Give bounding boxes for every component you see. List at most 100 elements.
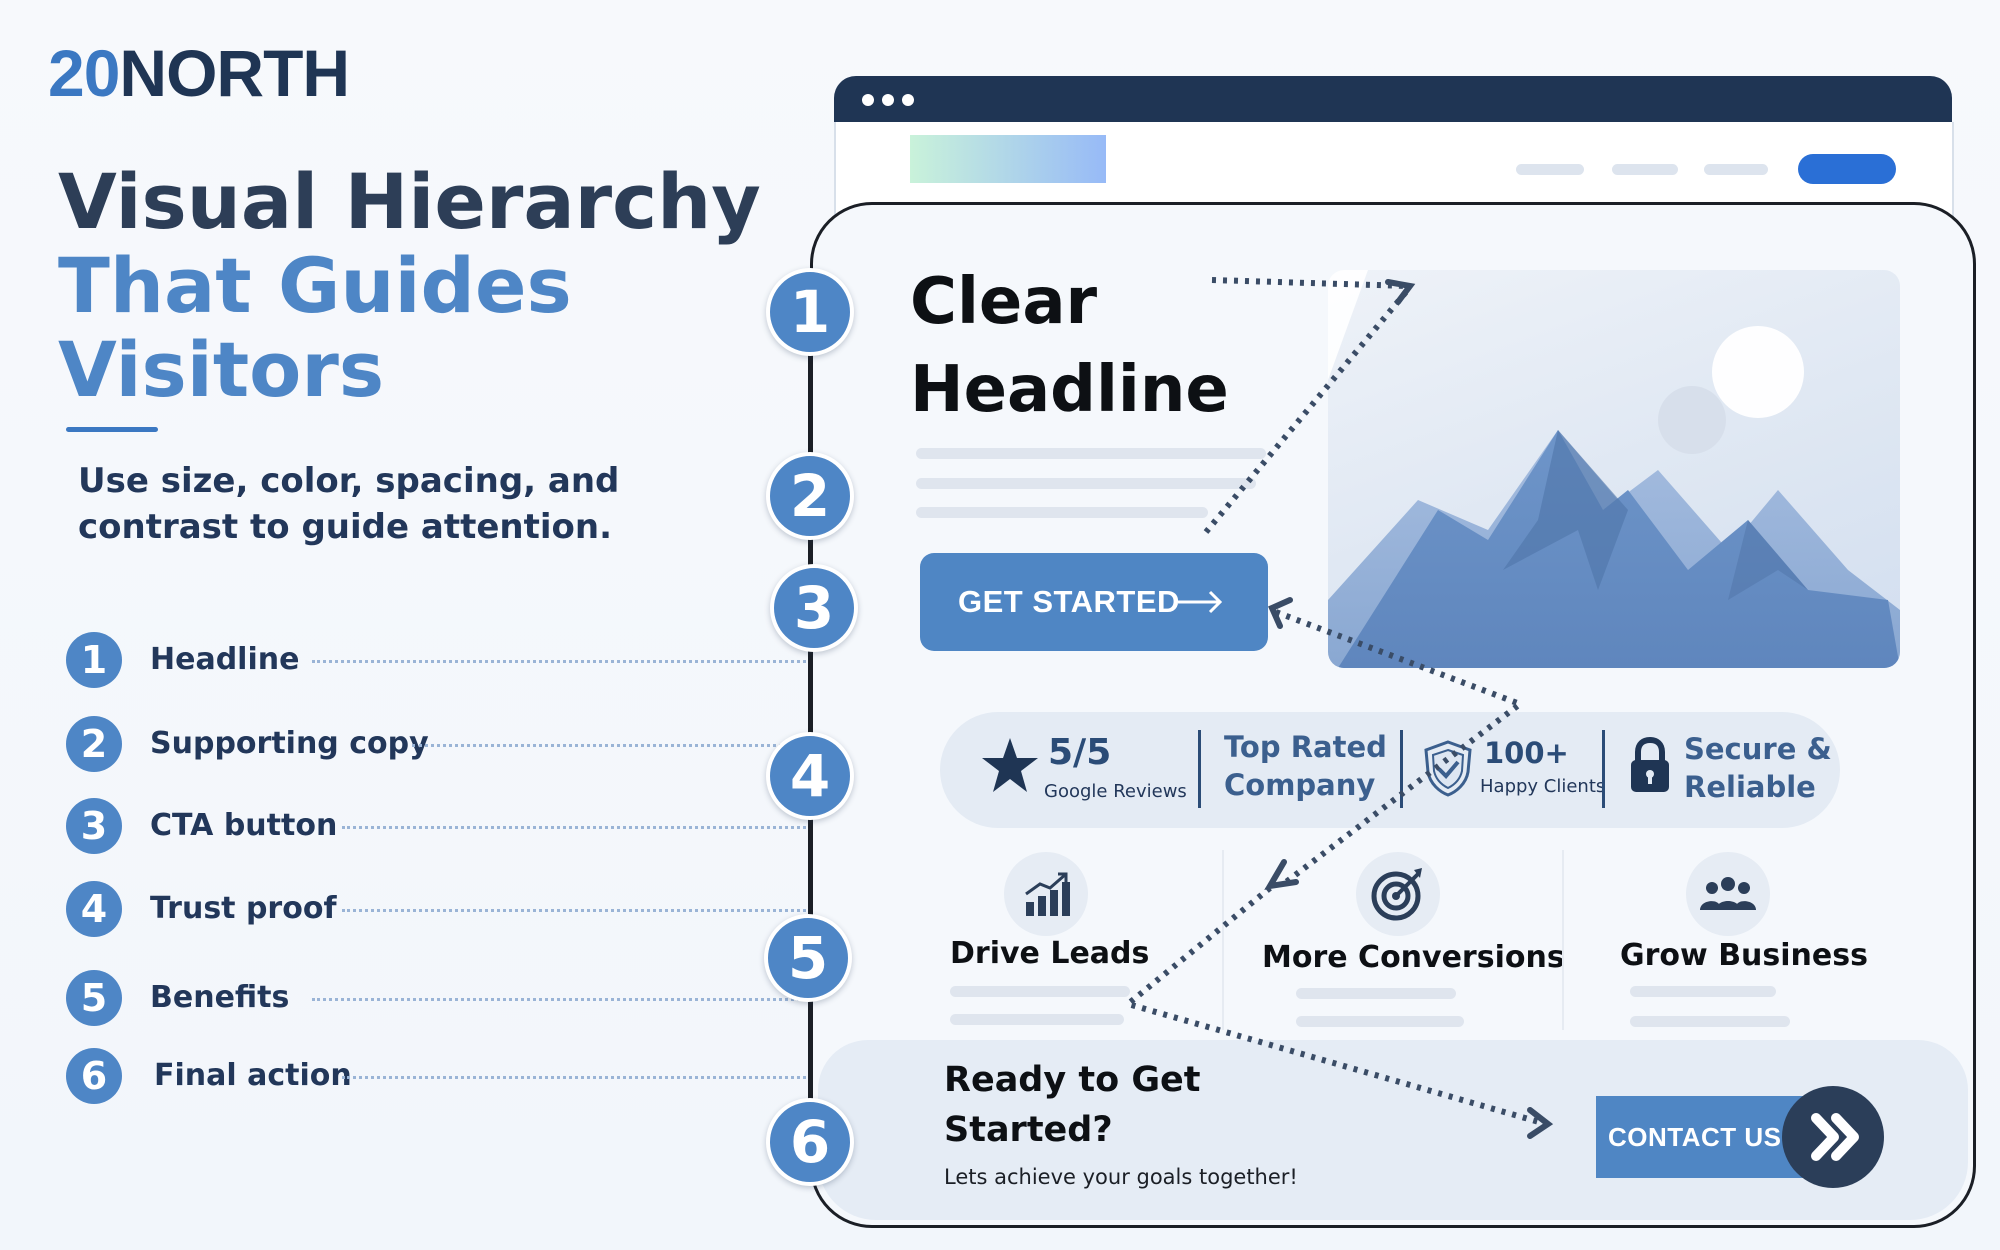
title-underline bbox=[66, 427, 158, 432]
benefit-divider bbox=[1222, 850, 1224, 1030]
top-rated-line-2: Company bbox=[1224, 768, 1376, 802]
window-dot-icon bbox=[882, 94, 894, 106]
benefit-copy-line bbox=[950, 1014, 1124, 1025]
team-icon bbox=[1686, 852, 1770, 936]
hero-image bbox=[1328, 270, 1900, 668]
arrow-right-icon bbox=[1178, 590, 1223, 614]
headline-line-1: Clear bbox=[910, 265, 1098, 339]
site-logo-placeholder bbox=[910, 135, 1106, 183]
contact-arrow-button[interactable] bbox=[1782, 1086, 1884, 1188]
star-icon bbox=[982, 738, 1038, 792]
final-title: Ready to Get Started? bbox=[944, 1055, 1201, 1155]
flow-arrow-path bbox=[1121, 885, 1547, 1127]
flow-arrow-path bbox=[1203, 290, 1409, 534]
legend-item-headline: 1 Headline bbox=[66, 632, 836, 690]
nav-link-placeholder[interactable] bbox=[1612, 164, 1678, 175]
supporting-copy-line bbox=[916, 478, 1256, 489]
legend-label: CTA button bbox=[150, 808, 338, 843]
supporting-copy-line bbox=[916, 448, 1266, 459]
top-rated-line-1: Top Rated bbox=[1224, 730, 1387, 764]
mockup-headline: Clear Headline bbox=[910, 258, 1229, 434]
rating-value: 5/5 bbox=[1048, 732, 1112, 773]
lock-icon bbox=[1631, 736, 1669, 792]
legend-number: 4 bbox=[66, 881, 122, 937]
benefit-title-grow-business: Grow Business bbox=[1620, 938, 1868, 973]
page-subtitle: Use size, color, spacing, and contrast t… bbox=[78, 461, 620, 547]
legend-label: Headline bbox=[150, 642, 300, 677]
benefit-copy-line bbox=[950, 986, 1130, 997]
secure-text: Secure & Reliable bbox=[1684, 730, 1832, 806]
legend-item-benefits: 5 Benefits bbox=[66, 970, 836, 1028]
trust-divider bbox=[1400, 730, 1403, 808]
step-badge: 4 bbox=[766, 732, 854, 820]
rating-caption: Google Reviews bbox=[1044, 781, 1187, 802]
title-line-1: Visual Hierarchy bbox=[58, 157, 761, 246]
final-title-line-1: Ready to Get bbox=[944, 1060, 1201, 1100]
benefit-title-more-conversions: More Conversions bbox=[1262, 940, 1565, 975]
browser-title-bar bbox=[834, 76, 1952, 124]
contact-label: CONTACT US bbox=[1608, 1122, 1782, 1152]
legend-number: 3 bbox=[66, 798, 122, 854]
nav-cta-button[interactable] bbox=[1798, 154, 1896, 184]
logo-part-number: 20 bbox=[48, 36, 120, 110]
window-dot-icon bbox=[902, 94, 914, 106]
trust-divider bbox=[1198, 730, 1201, 808]
legend-connector bbox=[342, 1076, 836, 1079]
step-badge: 1 bbox=[766, 268, 854, 356]
legend-number: 6 bbox=[66, 1048, 122, 1104]
legend-label: Final action bbox=[154, 1058, 352, 1093]
legend-label: Trust proof bbox=[150, 891, 337, 926]
timeline-line bbox=[808, 310, 811, 1130]
logo-part-word: NORTH bbox=[119, 36, 350, 110]
benefit-divider bbox=[1562, 850, 1564, 1030]
legend-number: 1 bbox=[66, 632, 122, 688]
brand-logo[interactable]: 20NORTH bbox=[48, 40, 350, 106]
step-badge: 5 bbox=[764, 914, 852, 1002]
legend-item-supporting-copy: 2 Supporting copy bbox=[66, 716, 836, 774]
benefit-copy-line bbox=[1630, 986, 1776, 997]
double-chevron-right-icon bbox=[1811, 1113, 1859, 1161]
final-title-line-2: Started? bbox=[944, 1110, 1113, 1150]
legend-number: 2 bbox=[66, 716, 122, 772]
legend-connector bbox=[412, 744, 836, 747]
legend-connector bbox=[312, 998, 836, 1001]
benefit-copy-line bbox=[1296, 988, 1456, 999]
legend-connector bbox=[342, 909, 836, 912]
secure-line-2: Reliable bbox=[1684, 770, 1816, 804]
legend-connector bbox=[342, 826, 836, 829]
arrowhead-icon bbox=[1385, 279, 1416, 305]
flow-arrow-path bbox=[1211, 277, 1409, 289]
target-icon bbox=[1356, 852, 1440, 936]
trust-divider bbox=[1602, 730, 1605, 808]
nav-link-placeholder[interactable] bbox=[1704, 164, 1768, 175]
headline-line-2: Headline bbox=[910, 353, 1229, 427]
top-rated-text: Top Rated Company bbox=[1224, 728, 1387, 804]
title-line-3: Visitors bbox=[58, 325, 385, 414]
nav-link-placeholder[interactable] bbox=[1516, 164, 1584, 175]
trust-bar bbox=[940, 712, 1840, 828]
benefit-copy-line bbox=[1630, 1016, 1790, 1027]
verified-shield-icon bbox=[1424, 740, 1472, 797]
clients-value: 100+ bbox=[1484, 736, 1569, 770]
title-line-2: That Guides bbox=[58, 241, 572, 330]
step-badge: 2 bbox=[766, 452, 854, 540]
page-title: Visual Hierarchy That Guides Visitors bbox=[58, 160, 761, 412]
get-started-button[interactable]: GET STARTED bbox=[920, 553, 1268, 651]
bar-chart-icon bbox=[1004, 852, 1088, 936]
legend-item-trust-proof: 4 Trust proof bbox=[66, 881, 836, 939]
mountain-landscape-icon bbox=[1328, 270, 1900, 668]
step-badge: 3 bbox=[770, 564, 858, 652]
secure-line-1: Secure & bbox=[1684, 732, 1832, 766]
legend-item-cta-button: 3 CTA button bbox=[66, 798, 836, 856]
arrowhead-icon bbox=[1268, 597, 1293, 629]
arrowhead-icon bbox=[1527, 1107, 1554, 1139]
arrowhead-icon bbox=[1264, 859, 1299, 890]
clients-caption: Happy Clients bbox=[1480, 776, 1606, 797]
legend-item-final-action: 6 Final action bbox=[66, 1048, 836, 1106]
legend-label: Benefits bbox=[150, 980, 290, 1015]
flow-arrow-path bbox=[1274, 609, 1527, 885]
legend-connector bbox=[312, 660, 836, 663]
final-subtitle: Lets achieve your goals together! bbox=[944, 1165, 1298, 1189]
supporting-copy-line bbox=[916, 507, 1208, 518]
